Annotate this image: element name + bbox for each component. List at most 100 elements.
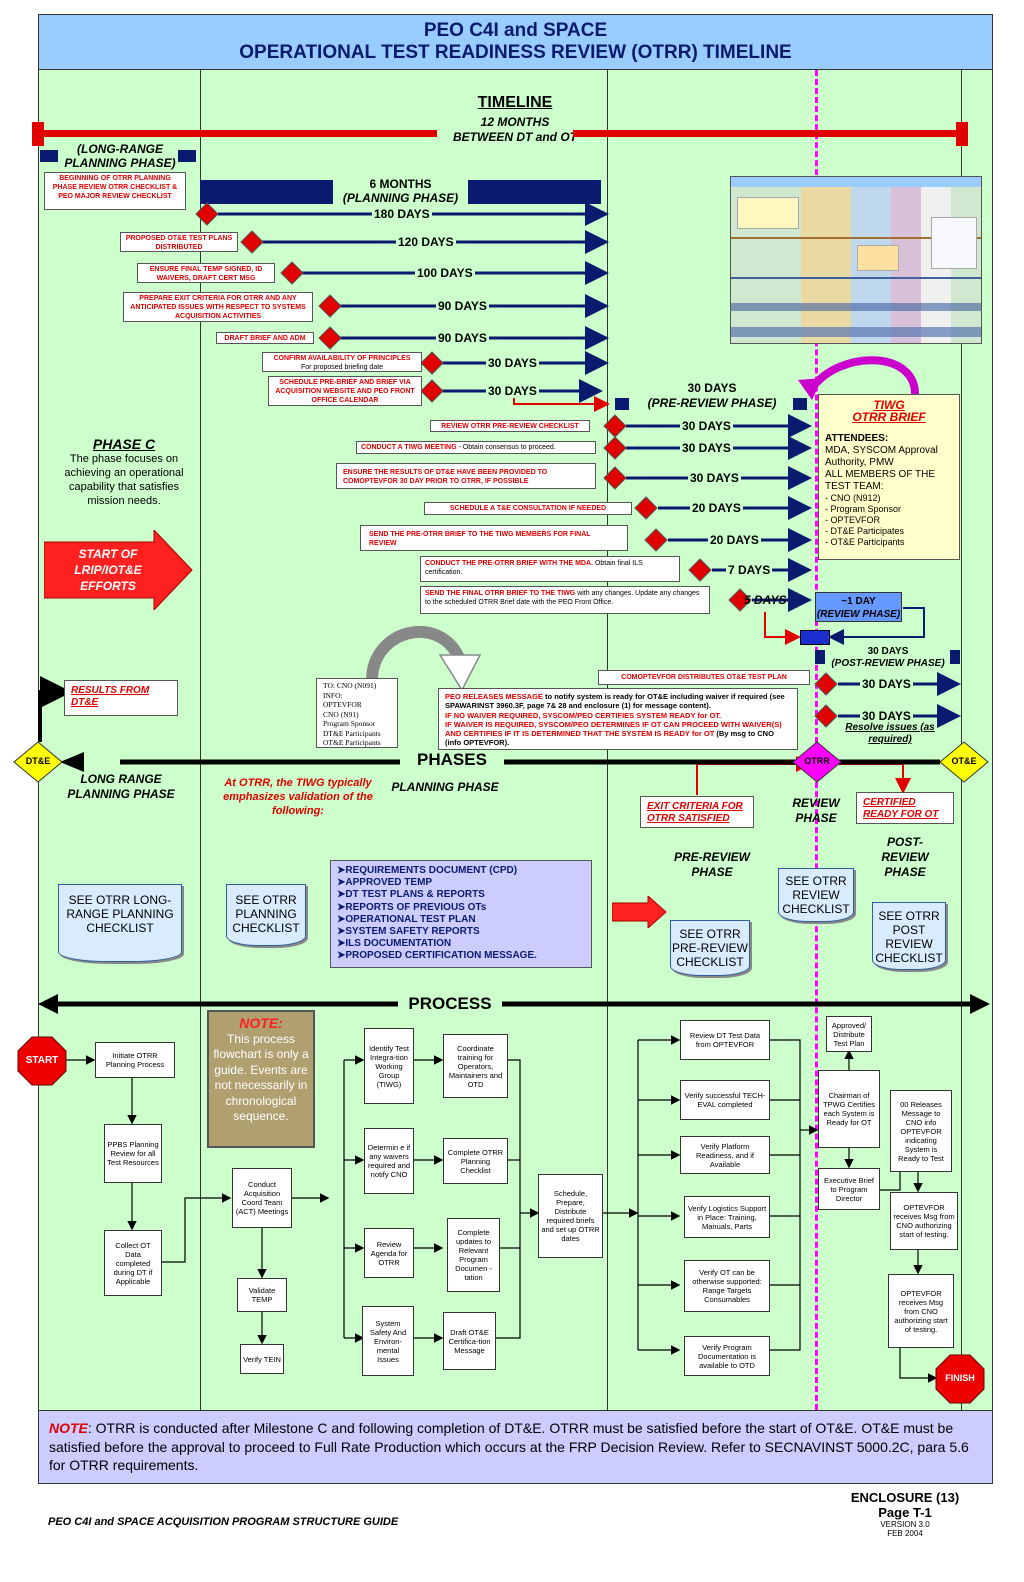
timeline-sub-1: 12 MONTHS (480, 115, 550, 129)
tiwg-item: - CNO (N912) (825, 493, 881, 503)
post-days: 30 DAYS (867, 646, 909, 657)
timeline-red-bar-right (573, 130, 958, 137)
comoptevfor-box: COMOPTEVFOR DISTRIBUTES OT&E TEST PLAN (598, 670, 810, 685)
proc-review-dt: Review DT Test Data from OPTEVFOR (680, 1020, 770, 1060)
pre-review-phase: (PRE-REVIEW PHASE) (647, 396, 777, 410)
timeline-flag-right (956, 122, 968, 146)
task-days-11: 20 DAYS (690, 501, 743, 515)
task-days-3: 100 DAYS (415, 266, 475, 280)
proc-determine: Determin e if any waivers required and n… (364, 1128, 414, 1194)
exit-criteria-box: EXIT CRITERIA FOR OTRR SATISFIED (640, 796, 754, 828)
task-days-9: 30 DAYS (680, 441, 733, 455)
checklist-long-range[interactable]: SEE OTRR LONG-RANGE PLANNING CHECKLIST (58, 884, 182, 962)
task-6-sub: For proposed briefing date (300, 364, 384, 371)
certified-ready-box: CERTIFIED READY FOR OT (856, 792, 954, 824)
task-days-1: 180 DAYS (372, 207, 432, 221)
footer-version: VERSION 3.0 (880, 1520, 930, 1529)
navy-marker-post-right (950, 650, 960, 664)
bottom-note-box: NOTE: OTRR is conducted after Milestone … (38, 1410, 993, 1484)
proc-complete-updates: Complete updates to Relevant Program Doc… (447, 1218, 500, 1292)
task-days-5: 90 DAYS (436, 331, 489, 345)
checklist-post-review[interactable]: SEE OTRR POST REVIEW CHECKLIST (872, 902, 946, 970)
proc-verify-logistics: Verify Logistics Support in Place: Train… (684, 1196, 770, 1238)
results-dte-box: RESULTS FROM DT&E (64, 680, 178, 716)
validation-item: ➤OPERATIONAL TEST PLAN (337, 913, 476, 925)
phase-diamonds (13, 741, 989, 783)
timeline-red-bar-left (42, 130, 437, 137)
checklist-pre-review[interactable]: SEE OTRR PRE-REVIEW CHECKLIST (670, 920, 750, 976)
phase-c-block: PHASE C The phase focuses on achieving a… (54, 436, 194, 508)
proc-verify-program: Verify Program Documentation is availabl… (684, 1336, 770, 1376)
dte-diamond-label: DT&E (25, 756, 51, 766)
to-cno-line: OPTEVFOR (323, 700, 362, 709)
proc-verify-tein: Verify TEIN (240, 1344, 284, 1374)
process-note-text: This process flowchart is only a guide. … (213, 1031, 309, 1124)
validation-item: ➤REQUIREMENTS DOCUMENT (CPD) (337, 865, 518, 876)
header-title-1: PEO C4I and SPACE (423, 20, 608, 41)
timeline-sub-2: BETWEEN DT and OT (453, 130, 577, 144)
review-phase-box: ~1 DAY (REVIEW PHASE) (815, 592, 902, 622)
start-lrip-arrow (44, 530, 193, 610)
checklist-review[interactable]: SEE OTRR REVIEW CHECKLIST (778, 868, 854, 922)
red-right-arrow (612, 896, 667, 928)
task-box-8: REVIEW OTRR PRE-REVIEW CHECKLIST (430, 420, 590, 432)
proc-ppbs: PPBS Planning Review for all Test Resour… (104, 1124, 162, 1183)
peo-msg-black-1: to notify system is ready for OT&E inclu… (445, 692, 785, 711)
pre-review-days: 30 DAYS (687, 381, 737, 395)
footer-enclosure: ENCLOSURE (13) (850, 1490, 960, 1505)
task-box-6: CONFIRM AVAILABILITY OF PRINCIPLES For p… (262, 352, 422, 372)
post-days-row-1: 30 DAYS (860, 677, 913, 691)
bottom-note-label: NOTE (49, 1420, 88, 1436)
timeline-title: TIMELINE (477, 94, 553, 111)
proc-chairman: Chairman of TPWG Certifies each System i… (818, 1070, 880, 1148)
task-9-sub: - Obtain consensus to proceed. (456, 444, 556, 451)
post-days-row-2: 30 DAYS (860, 709, 913, 723)
to-cno-line: TO: CNO (N091) (323, 681, 377, 690)
to-cno-line: Program Sponsor (323, 719, 376, 728)
tiwg-title-1: TIWG (873, 398, 905, 412)
task-box-7: SCHEDULE PRE-BRIEF AND BRIEF VIA ACQUISI… (268, 376, 422, 406)
proc-validate: Validate TEMP (237, 1278, 287, 1312)
tiwg-item: - OPTEVFOR (825, 515, 881, 525)
validation-item: ➤PROPOSED CERTIFICATION MESSAGE. (337, 950, 537, 962)
review-phase-text: (REVIEW PHASE) (816, 609, 901, 620)
post-phase: (POST-REVIEW PHASE) (831, 658, 945, 669)
otrr-dashed-line (815, 70, 818, 1410)
proc-releases: 00 Releases Message to CNO info OPTEVFOR… (890, 1090, 952, 1172)
task-box-9: CONDUCT A TIWG MEETING - Obtain consensu… (356, 441, 596, 454)
task-box-14: SEND THE FINAL OTRR BRIEF TO THE TIWG wi… (420, 586, 710, 614)
task-13-text: CONDUCT THE PRE-OTRR BRIEF WITH THE MDA. (425, 560, 593, 567)
proc-verify-ot: Verify OT can be otherwise supported: Ra… (684, 1260, 770, 1312)
long-range-phase-label-2: LONG RANGE PLANNING PHASE (67, 772, 175, 801)
finish-octagon (935, 1354, 985, 1404)
validation-item: ➤DT TEST PLANS & REPORTS (337, 889, 485, 901)
tiwg-brief-box: TIWG OTRR BRIEF ATTENDEES: MDA, SYSCOM A… (818, 394, 960, 560)
checklist-planning[interactable]: SEE OTRR PLANNING CHECKLIST (226, 884, 306, 946)
footer-enclosure-block: ENCLOSURE (13) Page T-1 VERSION 3.0 FEB … (830, 1490, 980, 1538)
task-box-4: PREPARE EXIT CRITERIA FOR OTRR AND ANY A… (123, 292, 313, 322)
proc-review-agenda: Review Agenda for OTRR (364, 1228, 414, 1278)
navy-marker-lr-right (178, 150, 196, 162)
peo-msg-red-3: IF WAIVER IS REQUIRED, SYSCOM/PEO DETERM… (445, 719, 782, 739)
to-cno-line: CNO (N91) (323, 709, 359, 719)
tiwg-item: - Program Sponsor (825, 504, 902, 514)
phase-c-title: PHASE C (92, 436, 156, 452)
task-14-text: SEND THE FINAL OTRR BRIEF TO THE TIWG (425, 590, 576, 597)
timeline-thumbnail-image (730, 176, 982, 344)
start-octagon (17, 1036, 67, 1086)
long-range-label-1: (LONG-RANGE (77, 142, 163, 156)
task-days-8: 30 DAYS (680, 419, 733, 433)
phase-c-text: The phase focuses on achieving an operat… (64, 453, 184, 507)
planning-phase-text: (PLANNING PHASE) (342, 191, 459, 205)
peo-msg-red-1: PEO RELEASES MESSAGE (445, 692, 543, 701)
post-review-phase-label: POST-REVIEW PHASE (881, 835, 929, 879)
task-box-13: CONDUCT THE PRE-OTRR BRIEF WITH THE MDA.… (420, 556, 680, 582)
proc-schedule: Schedule, Prepare, Distribute required b… (538, 1174, 603, 1258)
tiwg-line-2: ALL MEMBERS OF THE TEST TEAM: (825, 469, 936, 492)
post-review-label: 30 DAYS (POST-REVIEW PHASE) (826, 646, 950, 670)
footer-date: FEB 2004 (887, 1529, 923, 1538)
long-range-label-2: PLANNING PHASE) (64, 156, 176, 170)
proc-exec-brief: Executive Brief to Program Director (818, 1168, 880, 1210)
proc-act: Conduct Acquisition Coord Team (ACT) Mee… (232, 1168, 292, 1228)
process-note-box: NOTE: This process flowchart is only a g… (207, 1010, 315, 1148)
